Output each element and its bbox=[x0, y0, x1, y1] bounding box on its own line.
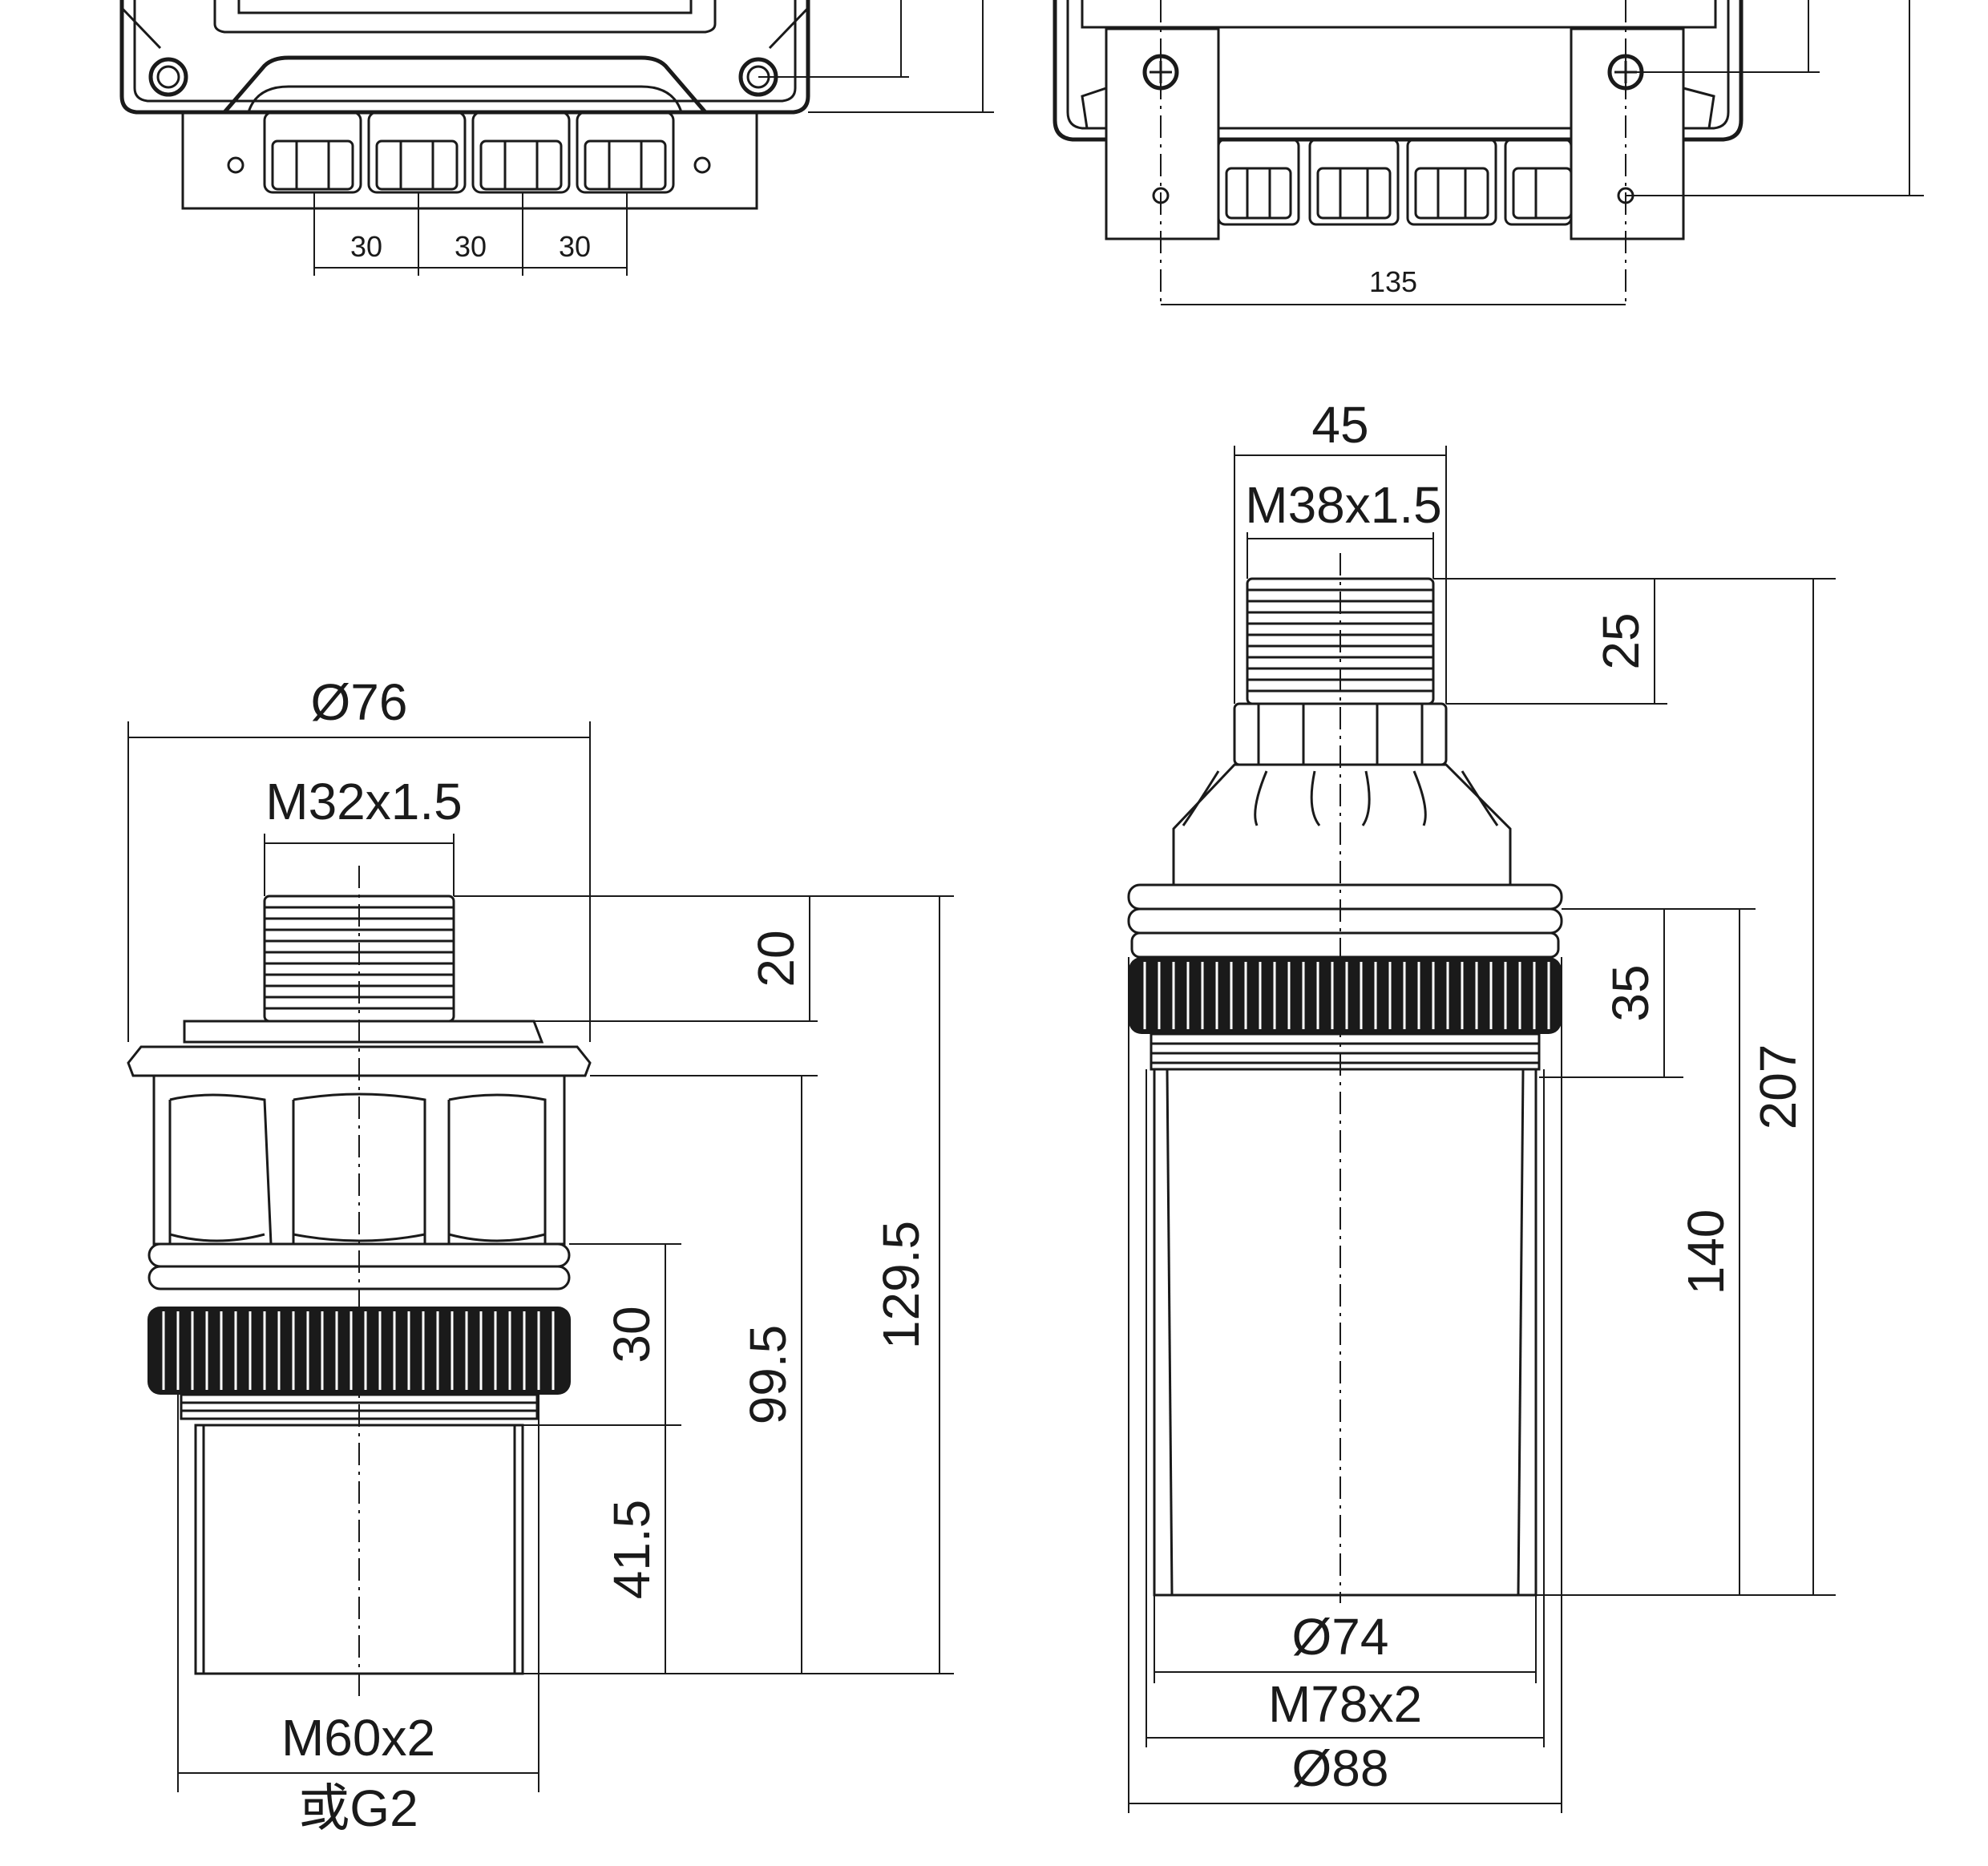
large-nut-height: 35 bbox=[1602, 964, 1659, 1021]
small-bottom-thread-alt: 或G2 bbox=[298, 1779, 418, 1837]
gland-spacing-1: 30 bbox=[350, 230, 382, 263]
knurl-lines bbox=[162, 1311, 555, 1390]
small-bottom-thread: M60x2 bbox=[281, 1709, 435, 1767]
small-bottom-length: 41.5 bbox=[603, 1500, 661, 1600]
large-body-height: 140 bbox=[1677, 1210, 1735, 1295]
small-body-height: 99.5 bbox=[739, 1325, 797, 1425]
large-top-thread: M38x1.5 bbox=[1245, 476, 1441, 534]
gland-spacing-3: 30 bbox=[559, 230, 591, 263]
large-outer-diameter: Ø88 bbox=[1292, 1739, 1389, 1797]
sensor-large-view: 45 M38x1.5 25 207 35 140 Ø74 M78x2 bbox=[1127, 396, 1836, 1813]
knurled-nut bbox=[147, 1307, 571, 1395]
mount-spacing-label: 135 bbox=[1369, 265, 1417, 298]
large-knurl-lines bbox=[1143, 962, 1550, 1029]
gland-spacing-2: 30 bbox=[455, 230, 487, 263]
sensor-small-view: Ø76 M32x1.5 20 129.5 99.5 30 41.5 M60x2 bbox=[127, 673, 954, 1837]
small-thread-length: 20 bbox=[747, 930, 805, 987]
housing-front-view: 30 30 30 bbox=[119, 0, 994, 276]
large-body-thread: M78x2 bbox=[1268, 1675, 1422, 1733]
small-total-height: 129.5 bbox=[872, 1221, 930, 1349]
large-total-height: 207 bbox=[1749, 1044, 1807, 1130]
large-knurled-nut bbox=[1129, 957, 1562, 1034]
small-nut-height: 30 bbox=[603, 1306, 661, 1363]
large-inner-diameter: Ø74 bbox=[1292, 1608, 1389, 1666]
small-top-thread: M32x1.5 bbox=[265, 773, 462, 830]
housing-rear-view: 135 bbox=[1053, 0, 1924, 305]
cable-glands bbox=[263, 111, 675, 194]
small-outer-diameter: Ø76 bbox=[311, 673, 408, 731]
large-thread-length: 25 bbox=[1592, 612, 1650, 669]
large-top-width: 45 bbox=[1311, 396, 1368, 454]
